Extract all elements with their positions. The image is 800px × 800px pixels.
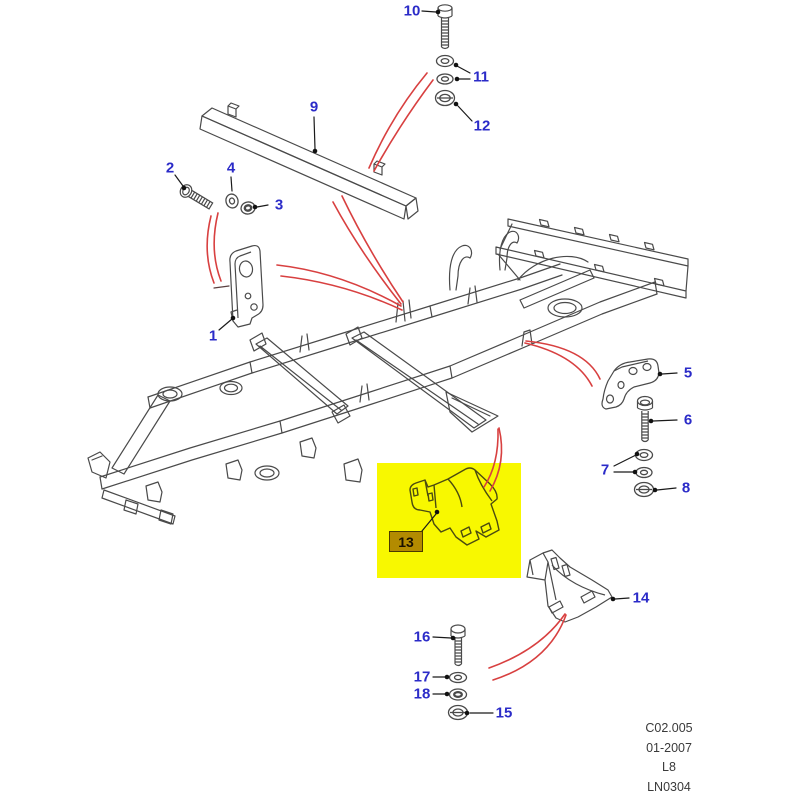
part-13-bracket [409, 467, 500, 546]
part-label-10[interactable]: 10 [403, 2, 421, 20]
doc-code: C02.005 [645, 721, 693, 735]
doc-date: 01-2007 [646, 740, 692, 755]
part-1-bracket [229, 244, 264, 328]
fastener-bolt-16 [450, 624, 466, 667]
part-9-rail [199, 102, 419, 220]
doc-sheet: L8 [662, 760, 676, 774]
chassis-drawing [87, 218, 689, 525]
part-label-1[interactable]: 1 [208, 327, 218, 345]
part-label-8[interactable]: 8 [681, 479, 691, 497]
highlighted-part-label-13[interactable]: 13 [389, 531, 423, 552]
part-label-7[interactable]: 7 [600, 461, 610, 479]
fastener-washer-4 [225, 193, 239, 209]
part-label-9[interactable]: 9 [309, 98, 319, 116]
part-label-11[interactable]: 11 [473, 68, 489, 86]
part-label-6[interactable]: 6 [683, 411, 693, 429]
part-label-14[interactable]: 14 [632, 589, 650, 607]
part-label-17[interactable]: 17 [413, 668, 431, 686]
leader-lines [174, 10, 678, 714]
part-label-4[interactable]: 4 [226, 159, 236, 177]
leader-dots [181, 9, 663, 716]
fastener-washer-18 [448, 688, 468, 701]
fastener-bolt-6 [636, 395, 654, 443]
part-label-3[interactable]: 3 [274, 196, 284, 214]
part-label-15[interactable]: 15 [495, 704, 513, 722]
part-label-5[interactable]: 5 [683, 364, 693, 382]
callout-curves [206, 72, 601, 681]
part-label-2[interactable]: 2 [165, 159, 175, 177]
fastener-washers-11 [435, 54, 455, 85]
doc-drawing-ref: LN0304 [647, 779, 691, 794]
fastener-washer-17 [448, 671, 468, 684]
doc-info: C02.005 01-2007 L8 LN0304 [613, 719, 725, 797]
part-label-16[interactable]: 16 [413, 628, 431, 646]
part-label-18[interactable]: 18 [413, 685, 431, 703]
fastener-nut-12 [434, 89, 456, 107]
fastener-nut-8 [633, 481, 655, 498]
part-14-bracket [526, 549, 613, 623]
fastener-bolt-10 [437, 4, 453, 50]
part-5-bracket [601, 358, 660, 410]
fastener-nut-15 [447, 704, 469, 721]
part-label-12[interactable]: 12 [473, 117, 491, 135]
